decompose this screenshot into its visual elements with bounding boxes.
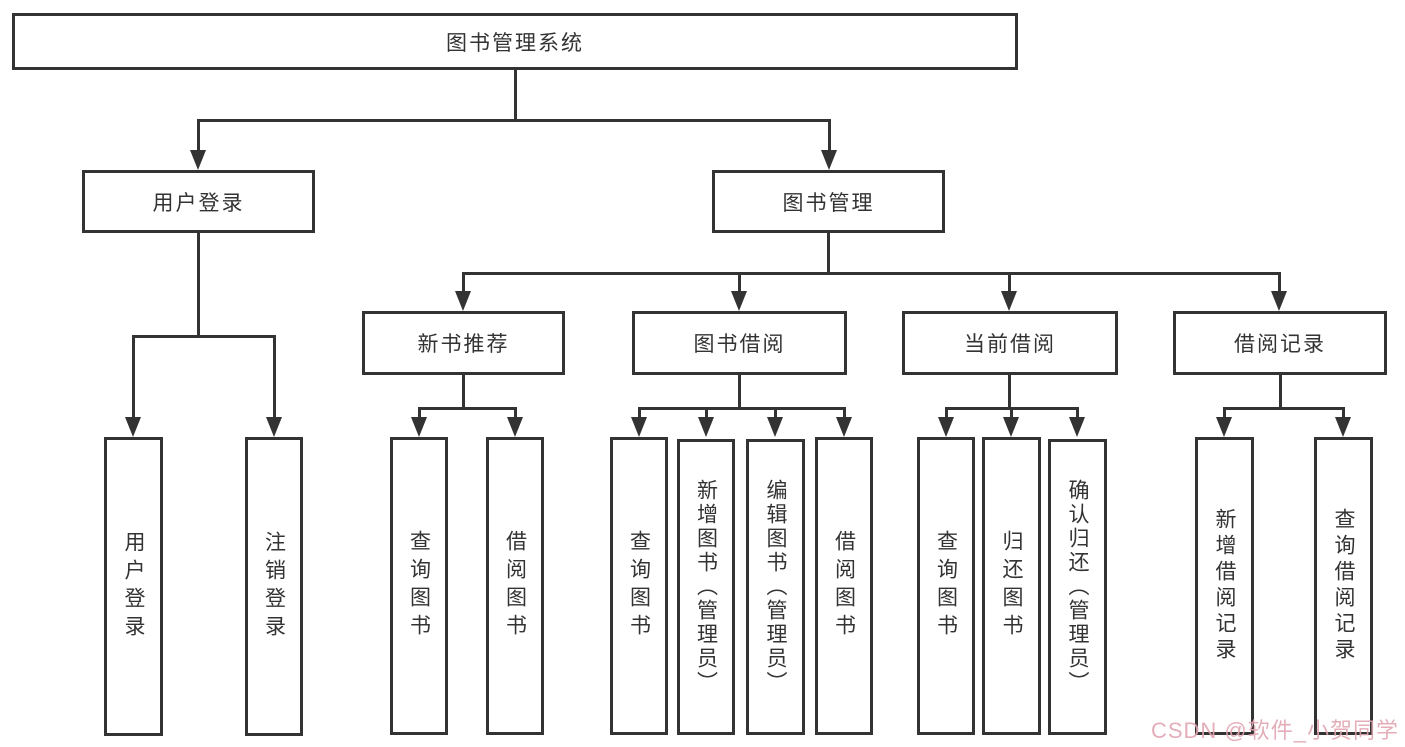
connector-line xyxy=(843,407,846,419)
connector-line xyxy=(738,375,741,407)
connector-line xyxy=(418,407,517,410)
node-current-borrow-label: 当前借阅 xyxy=(964,333,1056,356)
leaf-current-return: 归还图书 xyxy=(982,437,1041,735)
leaf-user-login-label: 用户登录 xyxy=(122,530,145,643)
connector-line xyxy=(1279,375,1282,407)
connector-line xyxy=(197,233,200,335)
leaf-borrow-book: 借阅图书 xyxy=(815,437,873,735)
leaf-newbook-query-label: 查询图书 xyxy=(407,530,431,642)
node-new-book-recommend-label: 新书推荐 xyxy=(417,333,510,356)
node-current-borrow: 当前借阅 xyxy=(902,311,1118,375)
arrow-down-icon xyxy=(507,417,523,437)
connector-line xyxy=(418,407,421,419)
connector-line xyxy=(1008,272,1011,293)
leaf-borrow-edit-book: 编辑图书（管理员） xyxy=(746,439,805,735)
connector-line xyxy=(638,407,846,410)
arrow-down-icon xyxy=(1003,417,1019,437)
connector-line xyxy=(945,407,948,419)
connector-line xyxy=(827,233,830,272)
leaf-borrow-add-book: 新增图书（管理员） xyxy=(677,439,735,735)
leaf-record-add-label: 新增借阅记录 xyxy=(1213,508,1236,664)
node-user-login-label: 用户登录 xyxy=(152,191,245,215)
connector-line xyxy=(197,119,200,152)
connector-line xyxy=(462,272,1281,275)
node-root: 图书管理系统 xyxy=(12,13,1018,70)
arrow-down-icon xyxy=(1069,417,1085,437)
arrow-down-icon xyxy=(1001,291,1017,311)
arrow-down-icon xyxy=(938,417,954,437)
arrow-down-icon xyxy=(1335,417,1351,437)
connector-line xyxy=(273,335,276,419)
node-borrow-record: 借阅记录 xyxy=(1173,311,1387,375)
arrow-down-icon xyxy=(731,291,747,311)
arrow-down-icon xyxy=(836,417,852,437)
node-new-book-recommend: 新书推荐 xyxy=(362,311,565,375)
connector-line xyxy=(638,407,641,419)
leaf-newbook-borrow-label: 借阅图书 xyxy=(503,530,527,642)
connector-line xyxy=(1010,407,1013,419)
connector-line xyxy=(462,272,465,293)
leaf-borrow-edit-book-label: 编辑图书（管理员） xyxy=(764,479,787,695)
leaf-user-login: 用户登录 xyxy=(104,437,163,736)
leaf-current-confirm-return-label: 确认归还（管理员） xyxy=(1066,479,1089,695)
connector-line xyxy=(738,272,741,293)
node-book-management-label: 图书管理 xyxy=(782,191,875,215)
arrow-down-icon xyxy=(1271,291,1287,311)
connector-line xyxy=(1223,407,1226,419)
node-book-management: 图书管理 xyxy=(712,170,945,233)
leaf-newbook-query: 查询图书 xyxy=(390,437,448,735)
arrow-down-icon xyxy=(455,291,471,311)
leaf-newbook-borrow: 借阅图书 xyxy=(486,437,544,735)
node-book-borrow: 图书借阅 xyxy=(632,311,847,375)
node-user-login: 用户登录 xyxy=(82,170,315,233)
leaf-current-query: 查询图书 xyxy=(917,437,975,735)
connector-line xyxy=(132,335,276,338)
leaf-record-query-label: 查询借阅记录 xyxy=(1332,508,1355,664)
leaf-borrow-query: 查询图书 xyxy=(610,437,668,735)
arrow-down-icon xyxy=(125,417,141,437)
leaf-logout: 注销登录 xyxy=(245,437,303,736)
node-book-borrow-label: 图书借阅 xyxy=(693,333,786,356)
leaf-logout-label: 注销登录 xyxy=(262,530,286,643)
connector-line xyxy=(132,335,135,419)
leaf-record-add: 新增借阅记录 xyxy=(1195,437,1254,735)
arrow-down-icon xyxy=(266,417,282,437)
leaf-borrow-add-book-label: 新增图书（管理员） xyxy=(694,479,718,695)
arrow-down-icon xyxy=(190,150,206,170)
leaf-borrow-query-label: 查询图书 xyxy=(627,530,651,642)
node-borrow-record-label: 借阅记录 xyxy=(1234,333,1326,356)
connector-line xyxy=(462,375,465,407)
connector-line xyxy=(1076,407,1079,419)
connector-line xyxy=(1223,407,1344,410)
arrow-down-icon xyxy=(821,150,837,170)
connector-line xyxy=(1278,272,1281,293)
leaf-current-return-label: 归还图书 xyxy=(1000,530,1023,642)
leaf-current-confirm-return: 确认归还（管理员） xyxy=(1048,439,1107,735)
node-root-label: 图书管理系统 xyxy=(446,31,584,55)
connector-line xyxy=(1342,407,1345,419)
connector-line xyxy=(197,119,831,122)
connector-line xyxy=(514,407,517,419)
arrow-down-icon xyxy=(631,417,647,437)
arrow-down-icon xyxy=(698,417,714,437)
leaf-record-query: 查询借阅记录 xyxy=(1314,437,1373,735)
connector-line xyxy=(705,407,708,419)
connector-line xyxy=(514,70,517,119)
leaf-current-query-label: 查询图书 xyxy=(934,530,958,642)
connector-line xyxy=(1008,375,1011,407)
connector-line xyxy=(828,119,831,152)
arrow-down-icon xyxy=(767,417,783,437)
connector-line xyxy=(774,407,777,419)
leaf-borrow-book-label: 借阅图书 xyxy=(832,530,856,642)
arrow-down-icon xyxy=(411,417,427,437)
arrow-down-icon xyxy=(1216,417,1232,437)
watermark: CSDN @软件_小贺同学 xyxy=(1150,718,1399,743)
